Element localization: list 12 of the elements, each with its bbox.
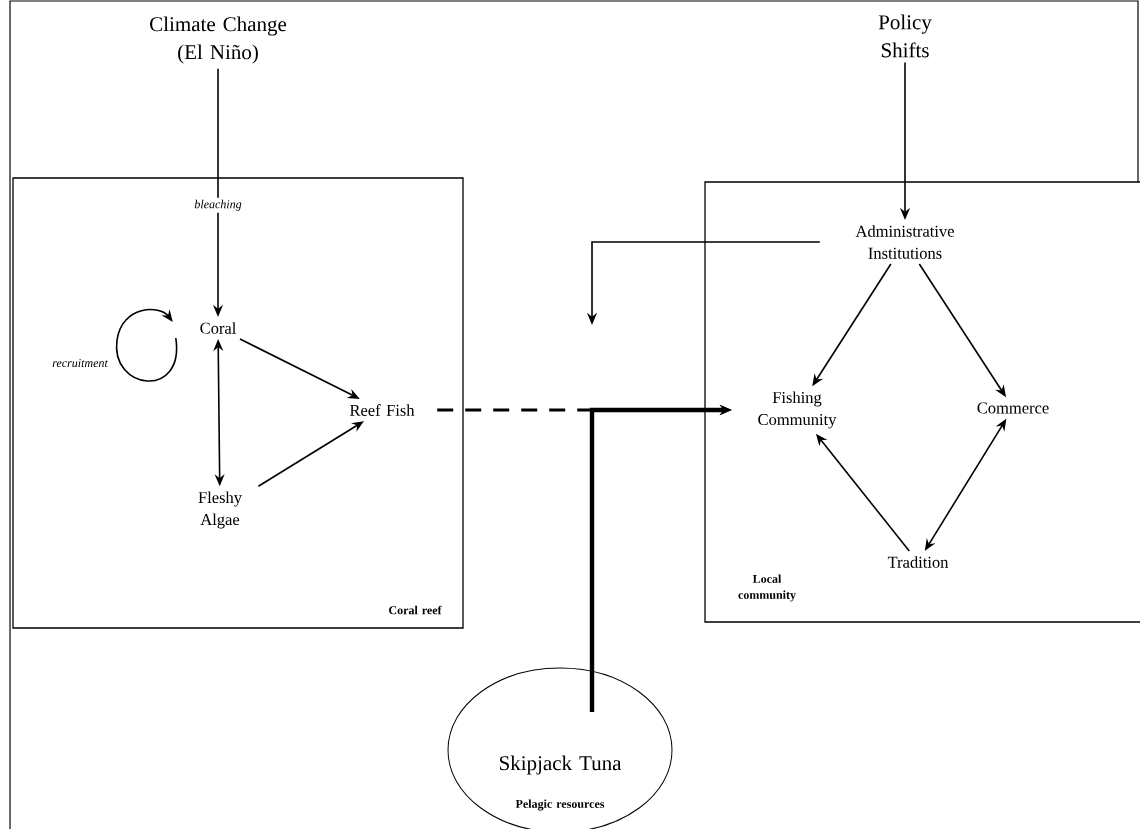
node-text: Commerce [977, 402, 1049, 414]
node-text: Reef Fish [349, 404, 415, 416]
cause-text: Policy Shifts [878, 14, 932, 58]
node-text: Fleshy Algae [198, 491, 242, 529]
node-text: Tradition [887, 556, 949, 568]
edge-label: bleaching [192, 197, 244, 213]
loop-arrow [116, 308, 178, 382]
edge-label: recruitment [52, 358, 109, 368]
node-text: Administrative Institutions [855, 225, 954, 259]
cause-text: Climate Change (El Niño) [150, 16, 287, 64]
node-text: Fishing Community [758, 391, 837, 429]
node-text: Coral [200, 322, 236, 334]
